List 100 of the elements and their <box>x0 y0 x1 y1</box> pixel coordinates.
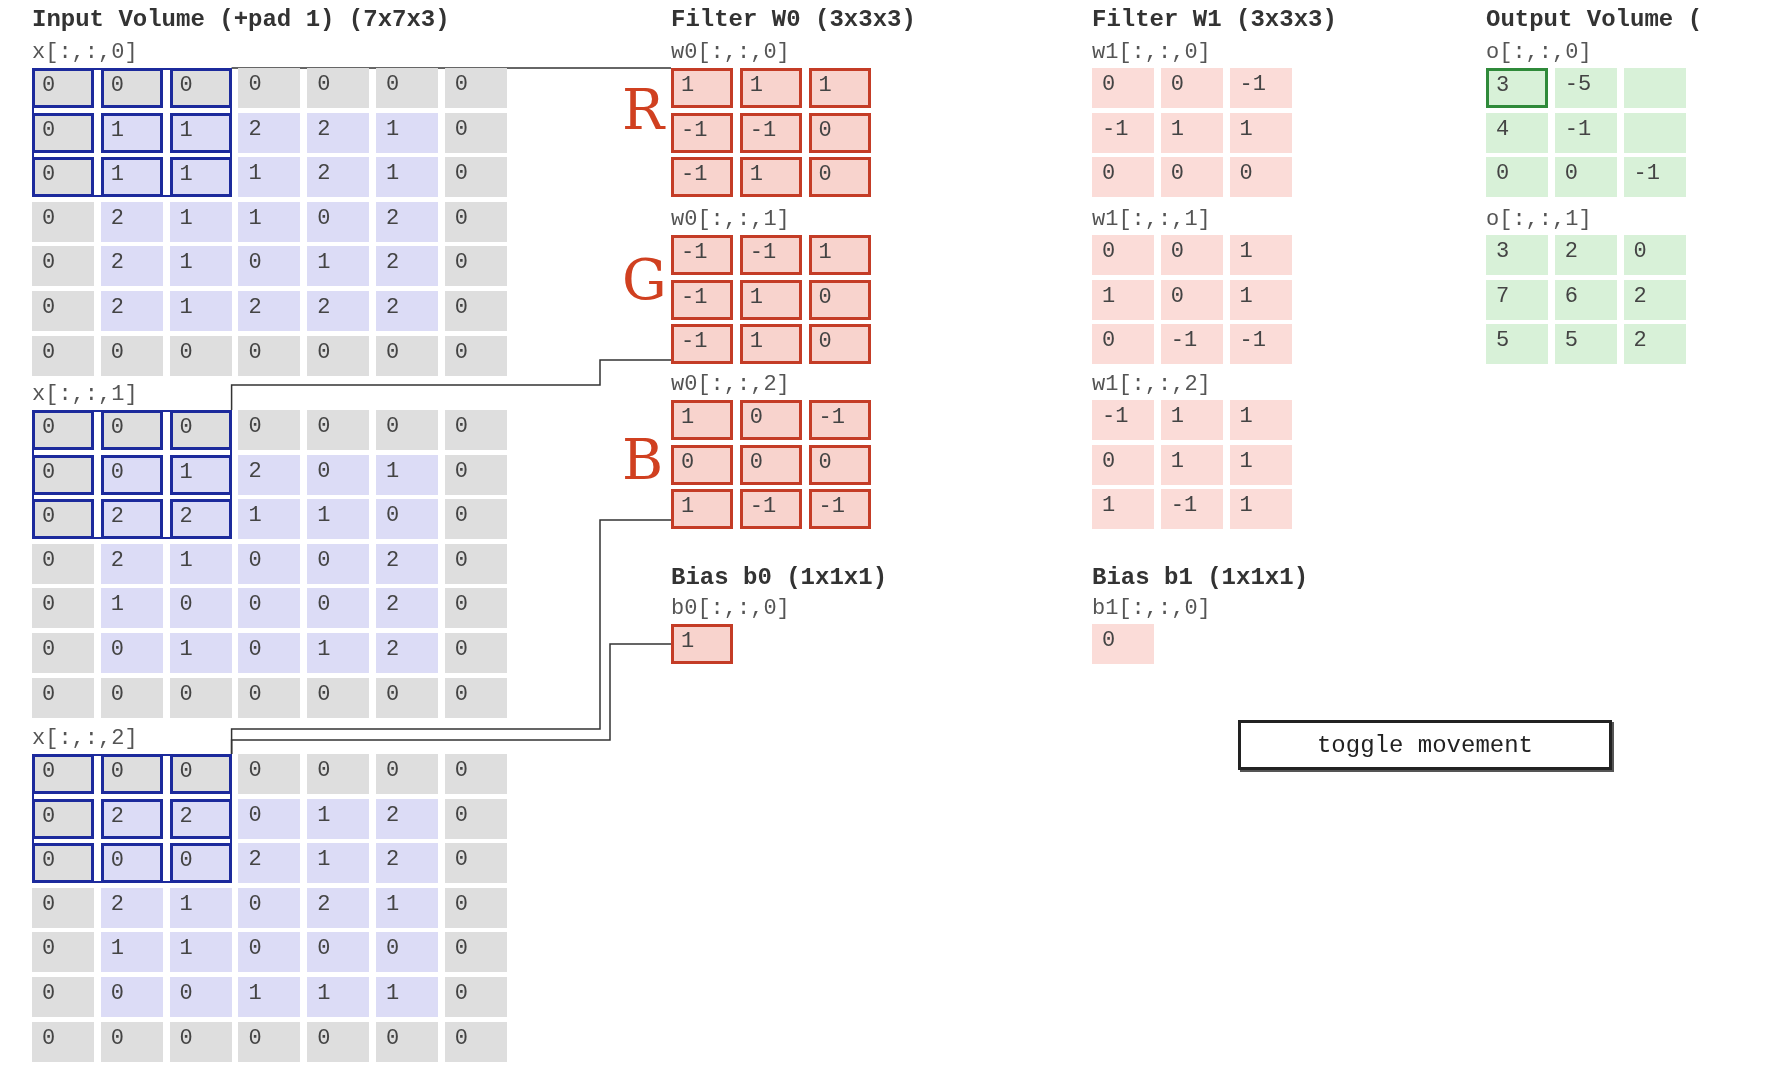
cell-value: 0 <box>444 754 507 794</box>
cell-value: 0 <box>32 291 94 331</box>
matrix-label: o[:,:,1] <box>1486 207 1592 233</box>
cell-value: 0 <box>307 454 370 495</box>
input-matrix <box>32 726 507 1062</box>
cell-value: 0 <box>444 112 507 153</box>
cell-value: 0 <box>808 279 871 320</box>
cell-value: 0 <box>444 157 507 198</box>
cell-value: -1 <box>671 279 733 320</box>
cell-value: 0 <box>444 633 507 673</box>
cell-value: 2 <box>376 246 438 287</box>
heading: Filter W1 (3x3x3) <box>1092 6 1337 34</box>
cell-value: 0 <box>169 588 232 629</box>
cell-value: 1 <box>307 499 370 540</box>
cell-value: 2 <box>100 291 163 331</box>
cell-value: 1 <box>808 68 871 108</box>
cell-value: 0 <box>307 932 370 973</box>
cell-value: 0 <box>238 633 301 673</box>
cell-value: -1 <box>671 112 733 153</box>
cell-value: 0 <box>169 410 232 450</box>
cell-value: -1 <box>671 157 733 198</box>
cell-value: 1 <box>1229 444 1292 485</box>
cell-value: 0 <box>307 754 370 794</box>
cell-value: 2 <box>376 843 438 884</box>
cell-value: 0 <box>444 410 507 450</box>
cell-value: 0 <box>238 887 301 928</box>
cell-value: 0 <box>376 68 438 108</box>
cell-value: -1 <box>739 112 802 153</box>
cell-value: 0 <box>169 754 232 794</box>
cell-value: 1 <box>671 400 733 440</box>
cell-value: 0 <box>32 68 94 108</box>
cell-value: -1 <box>1160 489 1223 530</box>
cell-value: 0 <box>169 843 232 884</box>
cell-value: -1 <box>1229 68 1292 108</box>
cell-value: 2 <box>100 201 163 242</box>
cell-value: 0 <box>32 588 94 629</box>
cell-value: 0 <box>32 1021 94 1062</box>
cell-value: 0 <box>100 68 163 108</box>
cell-value: 1 <box>1160 400 1223 440</box>
cell-value: 1 <box>169 932 232 973</box>
cell-value: 0 <box>32 335 94 376</box>
cell-value: -1 <box>1554 112 1617 153</box>
cell-value: 0 <box>238 1021 301 1062</box>
cell-value: 1 <box>1229 400 1292 440</box>
cell-value: -1 <box>1092 112 1154 153</box>
cell-value: 0 <box>739 400 802 440</box>
cell-value: 0 <box>307 68 370 108</box>
cell-value: 0 <box>444 543 507 584</box>
cell-value: 0 <box>32 246 94 287</box>
cell-value: 0 <box>238 335 301 376</box>
cell-value: 0 <box>808 112 871 153</box>
cell-value: 0 <box>169 335 232 376</box>
cell-value: 0 <box>444 588 507 629</box>
cell-value: 0 <box>307 588 370 629</box>
cell-value: 0 <box>1160 68 1223 108</box>
cell-value: 1 <box>100 112 163 153</box>
cell-value: -1 <box>1229 324 1292 365</box>
cell-value: 0 <box>1092 157 1154 198</box>
cell-value: 2 <box>238 291 301 331</box>
cell-value: 1 <box>169 246 232 287</box>
cell-value: 0 <box>32 633 94 673</box>
cell-value: 0 <box>32 798 94 839</box>
cell-value: 0 <box>238 932 301 973</box>
cell-value: 2 <box>100 798 163 839</box>
cell-value: 0 <box>1092 68 1154 108</box>
matrix-label: b0[:,:,0] <box>671 596 790 622</box>
cell-value: 0 <box>32 977 94 1017</box>
input-matrix <box>32 382 507 718</box>
cell-value: 7 <box>1486 279 1548 320</box>
cell-value: 2 <box>376 798 438 839</box>
matrix-label: w0[:,:,0] <box>671 40 790 66</box>
handwritten-letter: R <box>622 82 665 138</box>
connector-line <box>230 359 672 411</box>
cell-value: 1 <box>739 157 802 198</box>
cell-value: 1 <box>169 633 232 673</box>
cell-value: 2 <box>100 887 163 928</box>
cell-value: 1 <box>376 454 438 495</box>
input-matrix <box>32 40 507 376</box>
cell-value: 1 <box>1160 444 1223 485</box>
cell-value: 0 <box>32 112 94 153</box>
matrix-label: w1[:,:,2] <box>1092 372 1211 398</box>
matrix-label: w0[:,:,2] <box>671 372 790 398</box>
cell-value: 0 <box>376 499 438 540</box>
cell-value: 5 <box>1554 324 1617 365</box>
cell-value: 1 <box>307 633 370 673</box>
cell-value: 2 <box>1623 279 1686 320</box>
heading: Bias b0 (1x1x1) <box>671 564 888 592</box>
cell-value: 1 <box>376 887 438 928</box>
cell-value: 1 <box>376 977 438 1017</box>
cell-value: 1 <box>739 279 802 320</box>
matrix-label: w1[:,:,0] <box>1092 40 1211 66</box>
cell-value: 1 <box>100 932 163 973</box>
cell-value: 0 <box>444 454 507 495</box>
cell-value: 0 <box>100 335 163 376</box>
cell-value: 0 <box>238 543 301 584</box>
cell-value: 1 <box>1229 112 1292 153</box>
cell-value: 1 <box>1092 279 1154 320</box>
heading: Filter W0 (3x3x3) <box>671 6 916 34</box>
handwritten-letter: G <box>622 252 667 308</box>
cell-value: 0 <box>100 677 163 718</box>
